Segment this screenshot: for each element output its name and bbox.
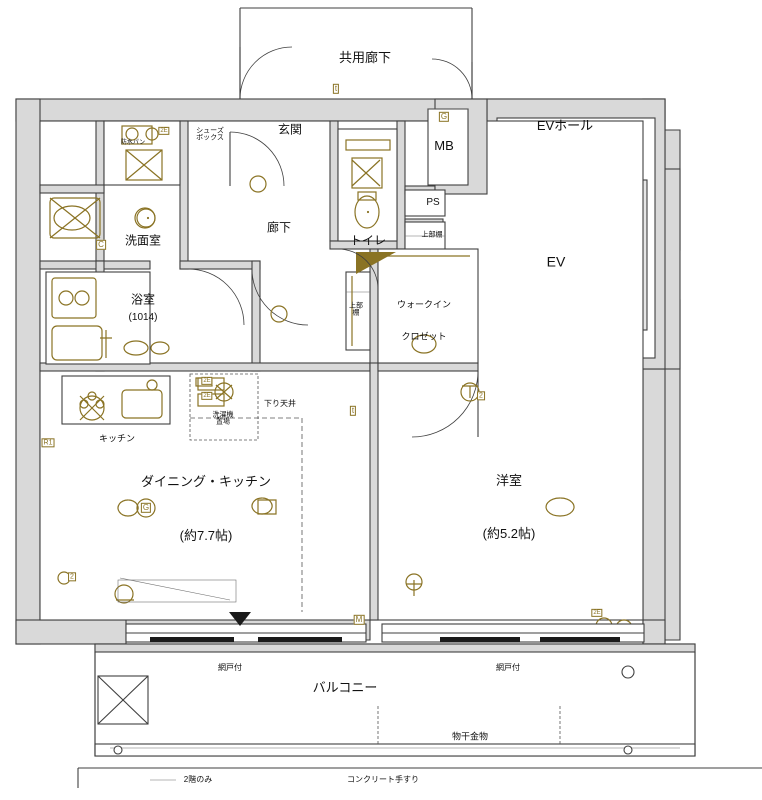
marker-marker-2e-kitchen-2: 2E [201, 391, 213, 401]
marker-marker-2-right: 2 [477, 391, 485, 401]
label-corridor-common: 共用廊下 [338, 50, 392, 66]
label-ps: PS [426, 196, 440, 208]
label-washer-space: 洗濯機置場 [212, 411, 234, 426]
label-western-room: 洋室 [495, 473, 523, 489]
label-walk-in-closet-1: ウォークイン [396, 299, 452, 310]
label-upper-shelf: 上部棚 [349, 302, 363, 317]
label-entrance: 玄関 [277, 122, 303, 137]
label-lowered-ceiling: 下り天井 [264, 398, 296, 408]
label-balcony: バルコニー [312, 680, 378, 696]
label-bathroom: 浴室 [130, 292, 156, 307]
label-western-room-area: (約5.2帖) [482, 526, 536, 542]
label-upper-cabinet-1: 上部棚 [421, 231, 443, 239]
marker-marker-2e-balcony: 2E [591, 608, 603, 618]
label-shoe-box: シューズボックス [196, 127, 224, 142]
marker-marker-t-entry: t [332, 83, 340, 95]
label-washroom: 洗面室 [124, 233, 162, 248]
label-screen-door-left: 網戸付 [218, 662, 242, 672]
label-dining-kitchen-area: (約7.7帖) [179, 528, 233, 544]
label-concrete-handrail: コンクリート手すり [347, 774, 419, 784]
label-bathroom-size: (1014) [128, 311, 158, 323]
marker-marker-g-mb: G [438, 111, 450, 123]
label-screen-door-right: 網戸付 [496, 662, 520, 672]
label-drain-pan: 防水パン [120, 139, 146, 146]
label-mb: MB [434, 138, 454, 154]
label-ev: EV [546, 253, 566, 270]
label-kitchen: キッチン [98, 433, 136, 444]
marker-marker-t-wic: t [349, 405, 357, 417]
label-laundry-hanger: 物干金物 [451, 731, 489, 742]
marker-marker-g-dk: G [140, 502, 152, 514]
label-dining-kitchen: ダイニング・キッチン [140, 474, 272, 490]
marker-marker-2-left: 2 [68, 572, 76, 582]
label-second-floor-only: 2階のみ [183, 774, 213, 784]
marker-marker-r1-kitchen: R1 [41, 438, 55, 448]
marker-marker-2e-kitchen-1: 2E [201, 376, 213, 386]
label-walk-in-closet-2: クロゼット [401, 331, 447, 342]
marker-marker-2e-entry: 2E [158, 126, 170, 136]
label-ev-hall: EVホール [536, 118, 594, 134]
label-toilet: トイレ [349, 233, 387, 248]
label-hallway: 廊下 [266, 220, 292, 235]
marker-marker-c-washroom: C [96, 239, 106, 251]
marker-marker-m-balcony: M [353, 614, 365, 626]
